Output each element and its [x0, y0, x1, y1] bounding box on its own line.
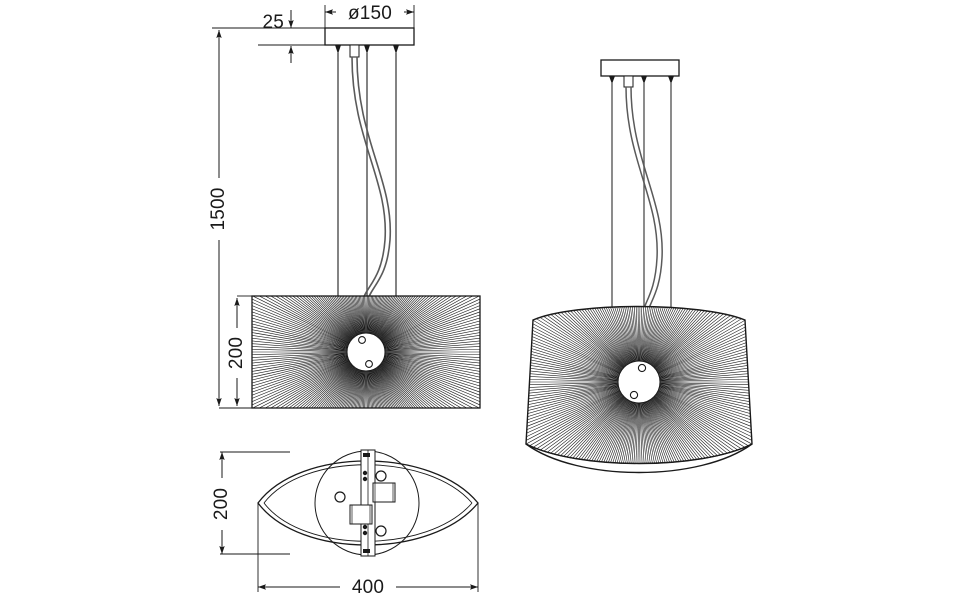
cable-terminals [335, 45, 399, 54]
cable-terminals-3d [609, 76, 674, 84]
screw-hole-right-upper [375, 470, 387, 482]
power-cord-outlet-3d [623, 75, 634, 88]
top-plan-view [257, 449, 479, 557]
hub-hole-upper [358, 336, 366, 344]
bracket-tab-top [363, 453, 370, 457]
suspension-height-label: 1500 [208, 187, 229, 230]
lamp-socket-upper-inner [374, 482, 394, 503]
hub-hole-upper-3d [637, 363, 647, 373]
screw-hole-right-lower [375, 525, 387, 537]
power-cord-3d-edge [630, 86, 663, 323]
canopy-diameter-label: ø150 [348, 3, 392, 24]
power-cord-outlet [349, 44, 360, 58]
bracket-tab-bottom [363, 549, 370, 553]
screw-hole-left [334, 491, 346, 503]
perspective-3d-view [525, 59, 753, 474]
dim-label-bg-200f [226, 328, 248, 378]
lamp-socket-lower [349, 504, 373, 525]
bottom-diffuser-front-edge [525, 443, 753, 474]
center-hub-3d [617, 360, 661, 404]
lamp-socket-upper [372, 482, 396, 503]
rivet-2 [362, 476, 368, 482]
hub-hole-lower [365, 360, 373, 368]
dim-label-bg-400 [340, 576, 396, 596]
dim-label-bg-150 [336, 2, 404, 22]
shade-depth-label: 200 [211, 488, 232, 520]
curved-power-cord [351, 56, 387, 303]
center-hub [346, 332, 386, 372]
curved-power-cord-edge [356, 56, 392, 303]
dim-label-bg-200t [211, 478, 233, 530]
hub-hole-lower-3d [629, 390, 639, 400]
shade-height-label: 200 [226, 337, 247, 369]
three-suspension-cables [337, 53, 397, 300]
front-shade-outline [251, 295, 481, 409]
front-elevation-view [212, 27, 481, 409]
lamp-socket-lower-inner [351, 504, 371, 525]
rivet-4 [362, 530, 368, 536]
dim-label-bg-1500 [208, 178, 230, 240]
dimension-annotations-front: 1500 200 25 ø150 [208, 2, 415, 409]
suspension-cables-3d [611, 83, 672, 322]
canopy-3d [600, 59, 680, 77]
ceiling-canopy [324, 27, 415, 46]
rivet-1 [362, 470, 368, 476]
rivet-3 [362, 524, 368, 530]
canopy-thickness-label: 25 [262, 12, 284, 33]
power-cord-3d [625, 86, 658, 323]
shade-width-label: 400 [352, 577, 384, 598]
dimension-annotations-top: 200 400 [211, 451, 479, 598]
bottom-diffuser-rear-edge [525, 443, 753, 465]
